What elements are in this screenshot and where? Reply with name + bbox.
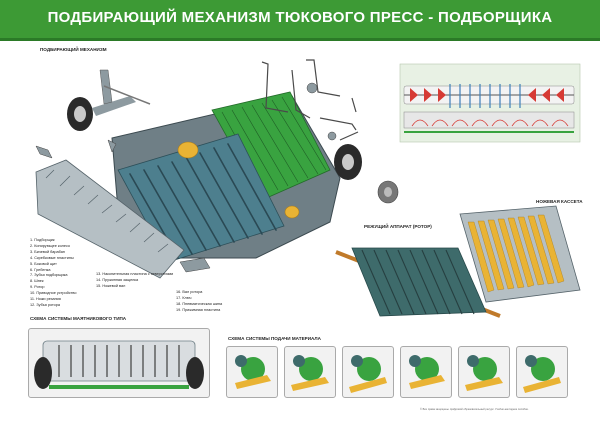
- feed-step-1: [226, 346, 278, 398]
- legend-item: 19. Прижимная пластина: [176, 307, 221, 312]
- caption-feed-scheme: СХЕМА СИСТЕМЫ ПОДАЧИ МАТЕРИАЛА: [228, 336, 321, 341]
- legend-item: 4. Скребковые пластины: [30, 255, 74, 260]
- legend-item: 14. Пружинная защелка: [96, 277, 139, 282]
- legend-item: 1. Подборщик: [30, 238, 55, 242]
- legend-column-3: 16. Вал ротора 17. Ключ 18. Пневматическ…: [176, 290, 222, 314]
- legend-item: 13. Накопительная пластина с отверстиями: [96, 272, 174, 276]
- legend-item: 17. Ключ: [176, 295, 192, 300]
- header-bar: ПОДБИРАЮЩИЙ МЕХАНИЗМ ТЮКОВОГО ПРЕСС - ПО…: [0, 0, 600, 41]
- legend-item: 12. Зубья ротора: [30, 302, 61, 307]
- legend-item: 5. Боковой щит: [30, 261, 57, 266]
- legend-item: 7. Зубья подборщика: [30, 273, 68, 278]
- legend-item: 6. Гребенка: [30, 267, 51, 272]
- legend-item: 2. Копирующее колесо: [30, 243, 71, 248]
- legend-column-1: 1. Подборщик 2. Копирующее колесо 3. Бич…: [30, 238, 76, 309]
- legend-item: 3. Бичевой барабан: [30, 249, 65, 254]
- page-title: ПОДБИРАЮЩИЙ МЕХАНИЗМ ТЮКОВОГО ПРЕСС - ПО…: [47, 9, 553, 26]
- caption-rotor: РЕЖУЩИЙ АППАРАТ (РОТОР): [364, 224, 432, 229]
- caption-main: ПОДБИРАЮЩИЙ МЕХАНИЗМ: [40, 47, 107, 52]
- knife-cassette-illustration: [459, 205, 581, 303]
- legend-column-2: 13. Накопительная пластина с отверстиями…: [96, 272, 174, 290]
- legend-item: 9. Ротор: [30, 285, 45, 290]
- pickup-scheme-panel: [28, 328, 210, 398]
- auger-schematic: [399, 63, 581, 143]
- main-mechanism-illustration: [35, 59, 399, 279]
- caption-pickup-scheme: СХЕМА СИСТЕМЫ МАЯТНИКОВОГО ТИПА: [30, 316, 127, 321]
- pickup-scheme-drawing: [34, 340, 204, 389]
- legend-item: 11. Ножи резания: [30, 297, 61, 302]
- footer-note: © Все права защищены. Цифровой образоват…: [420, 408, 529, 411]
- caption-cassette: НОЖЕВАЯ КАССЕТА: [536, 199, 583, 204]
- feed-step-2: [284, 346, 336, 398]
- legend-item: 18. Пневматическая шина: [176, 301, 223, 306]
- legend-item: 15. Ножевой вал: [96, 283, 126, 288]
- legend-item: 8. Шнек: [30, 279, 44, 284]
- legend-item: 16. Вал ротора: [176, 290, 203, 294]
- legend-item: 10. Приводное устройство: [30, 291, 77, 296]
- feed-step-5: [458, 346, 510, 398]
- feed-step-3: [342, 346, 394, 398]
- feed-step-6: [516, 346, 568, 398]
- feed-step-4: [400, 346, 452, 398]
- rotor-illustration: [335, 247, 501, 318]
